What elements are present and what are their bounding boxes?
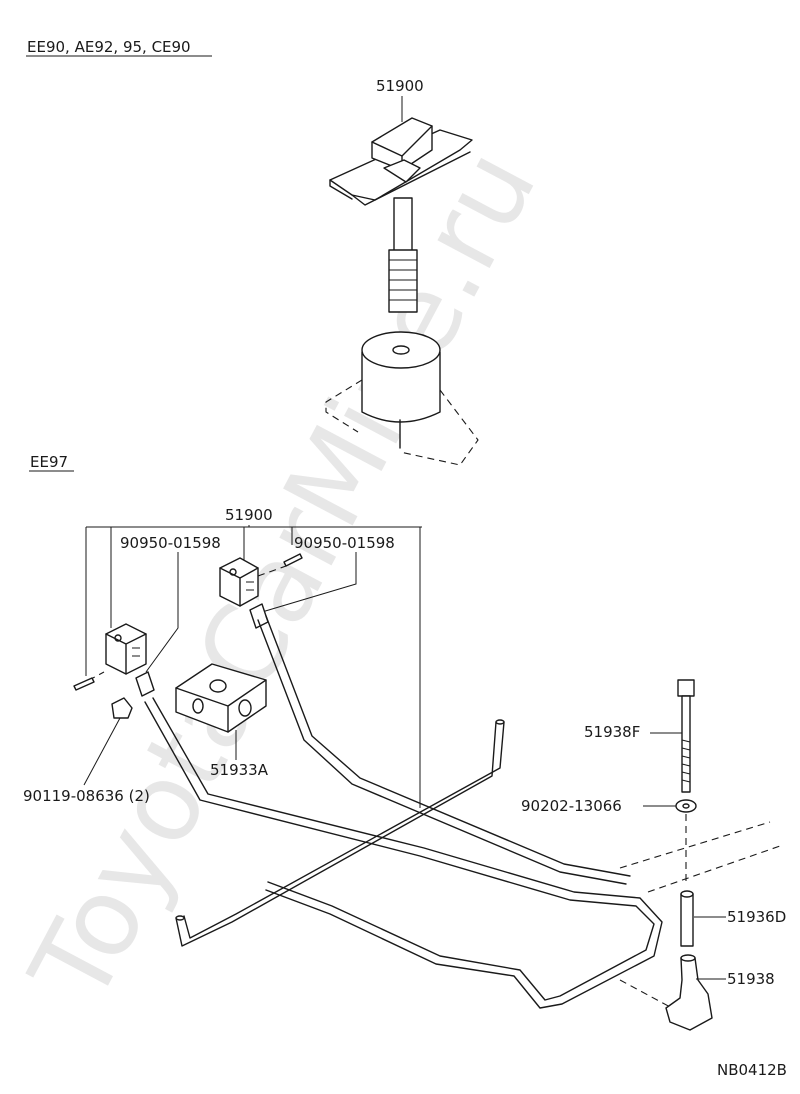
part-label-hook-bolt: 51938F — [584, 723, 640, 741]
hook — [619, 954, 713, 1031]
hook-bolt — [677, 679, 695, 793]
spacer — [680, 893, 694, 947]
jack-mount-left — [105, 623, 147, 675]
bracket-51933a — [175, 663, 267, 733]
part-label-stopper-right: 90950-01598 — [294, 534, 395, 552]
bolt-left — [73, 677, 95, 691]
bolt-right — [283, 553, 303, 567]
stopper-left — [135, 671, 155, 697]
figure-code: NB0412B — [717, 1061, 787, 1079]
part-label-bolt-left: 90119-08636 (2) — [23, 787, 150, 805]
leader-jack-bottom-drops — [85, 527, 421, 808]
floor-dash — [619, 821, 781, 893]
variant-header-top: EE90, AE92, 95, CE90 — [27, 38, 191, 56]
jack-mount-right — [219, 557, 259, 607]
part-label-bracket: 51933A — [210, 761, 269, 779]
jack-assembly-top — [325, 117, 479, 466]
part-label-washer: 90202-13066 — [521, 797, 622, 815]
bolt-right-dash — [257, 565, 287, 577]
variant-header-bottom: EE97 — [30, 453, 68, 471]
leader-bolt-left — [83, 717, 121, 786]
tire-holder-rod — [144, 615, 663, 1009]
bolt-left-grommet — [111, 697, 133, 719]
leader-stopper-left — [145, 552, 179, 673]
part-label-spacer: 51936D — [727, 908, 786, 926]
watermark: ToyotaCarMine.ru — [7, 130, 561, 1023]
leader-stopper-right — [261, 527, 357, 613]
part-label-hook: 51938 — [727, 970, 775, 988]
washer — [675, 799, 697, 813]
part-label-stopper-left: 90950-01598 — [120, 534, 221, 552]
part-label-jack-bottom: 51900 — [225, 506, 273, 524]
part-label-jack-top: 51900 — [376, 77, 424, 95]
